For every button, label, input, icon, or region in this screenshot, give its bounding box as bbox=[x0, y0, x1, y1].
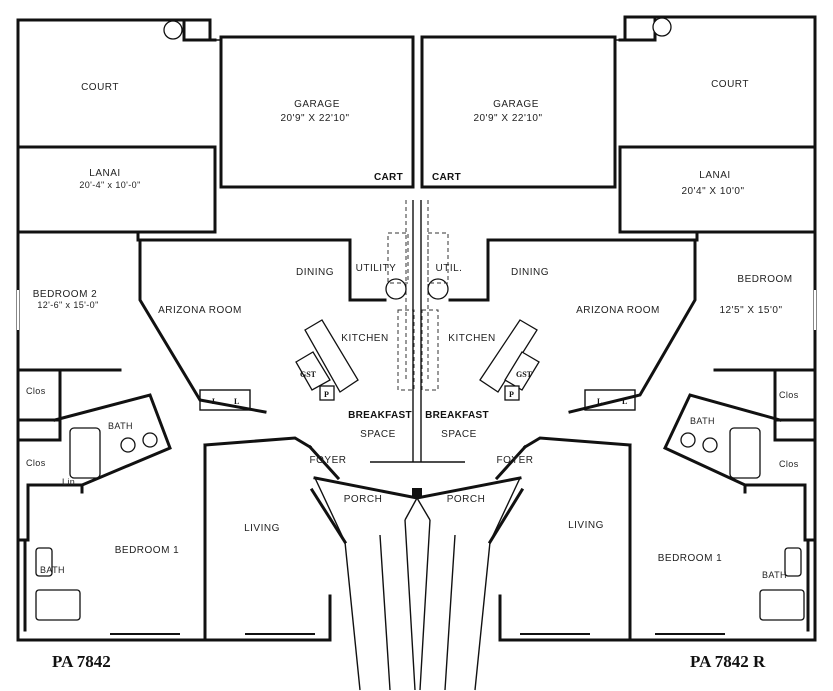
right-linen2-label: L bbox=[622, 397, 627, 406]
exterior-walls bbox=[16, 15, 817, 642]
left-bedroom2-label: BEDROOM 2 bbox=[33, 289, 98, 300]
left-arizona-room-label: ARIZONA ROOM bbox=[158, 305, 242, 316]
right-living-label: LIVING bbox=[568, 520, 604, 531]
right-space-label: SPACE bbox=[441, 429, 477, 440]
left-foyer-label: FOYER bbox=[310, 455, 347, 466]
left-garage-dimensions: 20'9" X 22'10" bbox=[280, 113, 349, 124]
right-porch-label: PORCH bbox=[447, 494, 486, 505]
left-pantry-label: P bbox=[324, 390, 329, 399]
right-breakfast-label: BREAKFAST bbox=[425, 410, 489, 421]
garages bbox=[215, 35, 620, 189]
right-lanai-label: LANAI bbox=[699, 170, 730, 181]
left-bedroom2-dimensions: 12'-6" x 15'-0" bbox=[37, 300, 98, 310]
left-lanai-dimensions: 20'-4" x 10'-0" bbox=[79, 180, 140, 190]
right-court-label: COURT bbox=[711, 79, 749, 90]
left-lanai-label: LANAI bbox=[89, 168, 120, 179]
right-arizona-room-label: ARIZONA ROOM bbox=[576, 305, 660, 316]
fixtures bbox=[35, 17, 805, 621]
left-unit-labels: COURT LANAI 20'-4" x 10'-0" GARAGE 20'9"… bbox=[26, 82, 412, 671]
left-bath2-label: BATH bbox=[40, 565, 65, 575]
right-bedroom-dimensions: 12'5" X 15'0" bbox=[719, 305, 782, 316]
left-bath-label: BATH bbox=[108, 421, 133, 431]
porch-walkway bbox=[313, 200, 522, 691]
left-cart-label: CART bbox=[374, 172, 403, 183]
interior-walls-left bbox=[16, 230, 387, 642]
right-pantry-label: P bbox=[509, 390, 514, 399]
right-bath-label: BATH bbox=[690, 416, 715, 426]
left-kitchen-label: KITCHEN bbox=[341, 333, 388, 344]
left-living-label: LIVING bbox=[244, 523, 280, 534]
right-linen1-label: L bbox=[597, 397, 602, 406]
interior-walls-right bbox=[448, 230, 817, 642]
left-dining-label: DINING bbox=[296, 267, 334, 278]
left-gst-label: GST bbox=[300, 370, 317, 379]
left-linen-label: Lin bbox=[62, 477, 75, 487]
left-plan-id: PA 7842 bbox=[52, 652, 111, 671]
right-dining-label: DINING bbox=[511, 267, 549, 278]
right-garage-dimensions: 20'9" X 22'10" bbox=[473, 113, 542, 124]
right-closet-a-label: Clos bbox=[779, 390, 799, 400]
right-gst-label: GST bbox=[516, 370, 533, 379]
left-breakfast-label: BREAKFAST bbox=[348, 410, 412, 421]
left-linen1-label: L bbox=[212, 397, 217, 406]
right-kitchen-label: KITCHEN bbox=[448, 333, 495, 344]
left-closet-b-label: Clos bbox=[26, 458, 46, 468]
right-bedroom-label: BEDROOM bbox=[737, 274, 792, 285]
left-porch-label: PORCH bbox=[344, 494, 383, 505]
windows bbox=[17, 290, 816, 635]
right-utility-label: UTIL. bbox=[436, 263, 463, 274]
left-garage-label: GARAGE bbox=[294, 99, 340, 110]
left-space-label: SPACE bbox=[360, 429, 396, 440]
right-bedroom1-label: BEDROOM 1 bbox=[658, 553, 723, 564]
right-garage-label: GARAGE bbox=[493, 99, 539, 110]
right-bath2-label: BATH bbox=[762, 570, 787, 580]
right-unit-labels: COURT LANAI 20'4" X 10'0" GARAGE 20'9" X… bbox=[425, 79, 799, 671]
right-lanai-dimensions: 20'4" X 10'0" bbox=[681, 186, 744, 197]
left-closet-a-label: Clos bbox=[26, 386, 46, 396]
right-foyer-label: FOYER bbox=[497, 455, 534, 466]
left-court-label: COURT bbox=[81, 82, 119, 93]
right-closet-b-label: Clos bbox=[779, 459, 799, 469]
left-bedroom1-label: BEDROOM 1 bbox=[115, 545, 180, 556]
right-cart-label: CART bbox=[432, 172, 461, 183]
left-utility-label: UTILITY bbox=[356, 263, 397, 274]
right-plan-id: PA 7842 R bbox=[690, 652, 766, 671]
left-linen2-label: L bbox=[234, 397, 239, 406]
